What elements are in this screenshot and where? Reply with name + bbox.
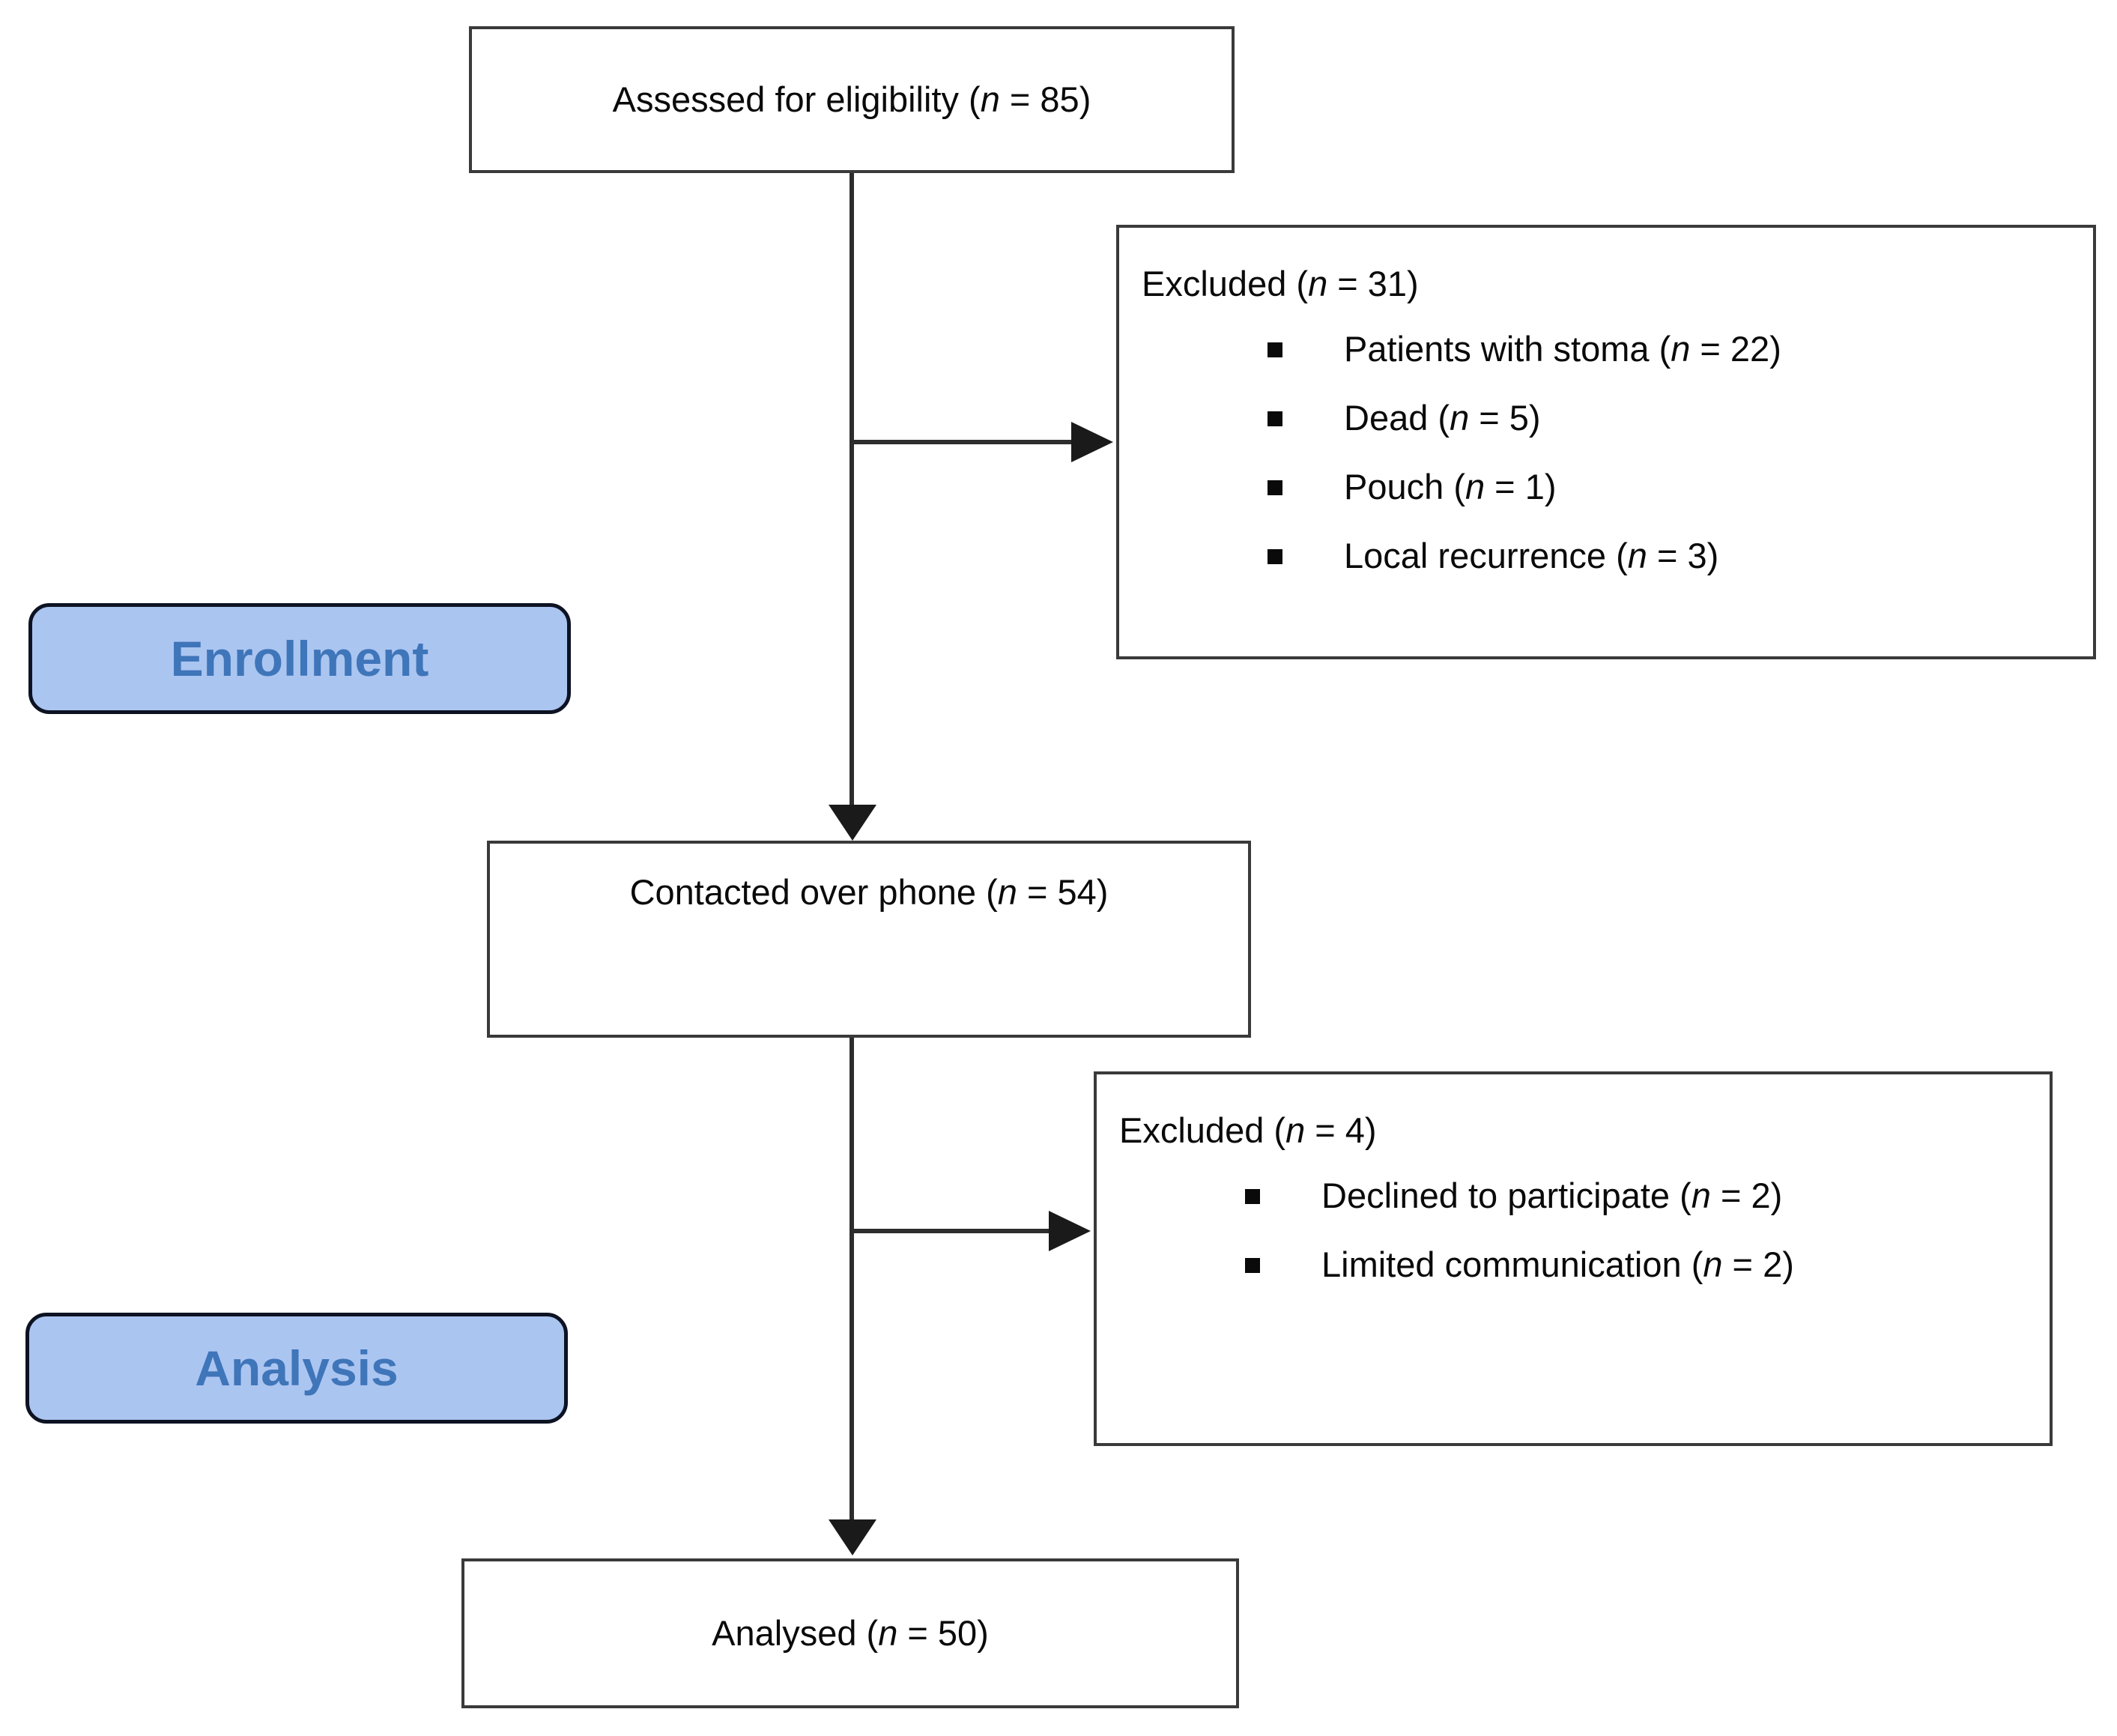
italic-n: n [980,79,1000,119]
text-segment: Excluded ( [1119,1110,1286,1150]
text-segment: Dead ( [1344,398,1450,438]
italic-n: n [1285,1110,1306,1150]
italic-n: n [878,1612,898,1653]
arrowhead-down-icon [829,1519,876,1555]
node-assessed-for-eligibility: Assessed for eligibility (n = 85) [469,26,1235,173]
node-analysed: Analysed (n = 50) [461,1558,1239,1708]
arrowhead-right-icon [1071,422,1113,462]
text-segment: = 4) [1305,1110,1377,1150]
text-segment: = 2) [1710,1176,1783,1216]
text-segment: = 1) [1485,467,1557,507]
connector-assessed-to-contacted [849,173,854,808]
italic-n: n [1703,1244,1723,1285]
text-segment: Excluded ( [1142,264,1309,303]
node-contacted-over-phone: Contacted over phone (n = 54) [487,841,1251,1038]
list-item-text: Patients with stoma (n = 22) [1344,327,1781,372]
italic-n: n [1627,536,1647,576]
stage-badge-analysis: Analysis [25,1313,568,1424]
text-segment: Declined to participate ( [1321,1176,1692,1216]
node-assessed-text: Assessed for eligibility (n = 85) [613,78,1091,122]
excluded-enrollment-title: Excluded (n = 31) [1142,262,2078,306]
text-segment: Analysed ( [712,1612,879,1653]
text-segment: Contacted over phone ( [629,872,998,912]
text-segment: = 22) [1690,329,1781,369]
node-contacted-text: Contacted over phone (n = 54) [630,871,1109,915]
text-segment: Limited communication ( [1321,1244,1703,1285]
node-excluded-analysis: Excluded (n = 4) Declined to participate… [1094,1071,2053,1446]
list-item-text: Local recurrence (n = 3) [1344,534,1718,578]
italic-n: n [997,872,1017,912]
list-item-text: Pouch (n = 1) [1344,465,1556,509]
list-item: Patients with stoma (n = 22) [1142,315,2078,384]
square-bullet-icon [1268,480,1282,495]
list-item-text: Declined to participate (n = 2) [1321,1174,1782,1218]
connector-branch-excluded-enrollment [852,440,1073,444]
connector-contacted-to-analysed [849,1038,854,1521]
arrowhead-right-icon [1049,1211,1091,1251]
excluded-analysis-title: Excluded (n = 4) [1119,1109,2035,1153]
node-analysed-text: Analysed (n = 50) [712,1612,989,1656]
stage-badge-enrollment: Enrollment [28,603,571,714]
list-item: Pouch (n = 1) [1142,453,2078,522]
list-item-text: Limited communication (n = 2) [1321,1243,1794,1287]
square-bullet-icon [1268,342,1282,357]
text-segment: Assessed for eligibility ( [612,79,981,119]
text-segment: = 3) [1647,536,1719,576]
square-bullet-icon [1245,1257,1260,1273]
italic-n: n [1671,329,1691,369]
text-segment: = 85) [999,79,1091,119]
list-item: Dead (n = 5) [1142,384,2078,453]
arrowhead-down-icon [829,805,876,841]
square-bullet-icon [1245,1188,1260,1204]
list-item: Declined to participate (n = 2) [1119,1162,2035,1231]
excluded-analysis-list: Declined to participate (n = 2) Limited … [1119,1162,2035,1300]
list-item-text: Dead (n = 5) [1344,396,1541,441]
text-segment: = 50) [897,1612,989,1653]
node-excluded-enrollment: Excluded (n = 31) Patients with stoma (n… [1116,225,2096,659]
stage-enrollment-label: Enrollment [170,631,429,686]
list-item: Local recurrence (n = 3) [1142,522,2078,591]
text-segment: Patients with stoma ( [1344,329,1671,369]
square-bullet-icon [1268,411,1282,426]
stage-analysis-label: Analysis [195,1340,399,1396]
square-bullet-icon [1268,548,1282,564]
text-segment: = 5) [1469,398,1541,438]
italic-n: n [1450,398,1470,438]
connector-branch-excluded-analysis [852,1229,1051,1233]
italic-n: n [1308,264,1328,303]
text-segment: = 2) [1722,1244,1794,1285]
text-segment: = 54) [1017,872,1109,912]
list-item: Limited communication (n = 2) [1119,1231,2035,1300]
text-segment: Pouch ( [1344,467,1465,507]
italic-n: n [1691,1176,1711,1216]
text-segment: Local recurrence ( [1344,536,1628,576]
italic-n: n [1465,467,1485,507]
text-segment: = 31) [1327,264,1419,303]
excluded-enrollment-list: Patients with stoma (n = 22) Dead (n = 5… [1142,315,2078,591]
